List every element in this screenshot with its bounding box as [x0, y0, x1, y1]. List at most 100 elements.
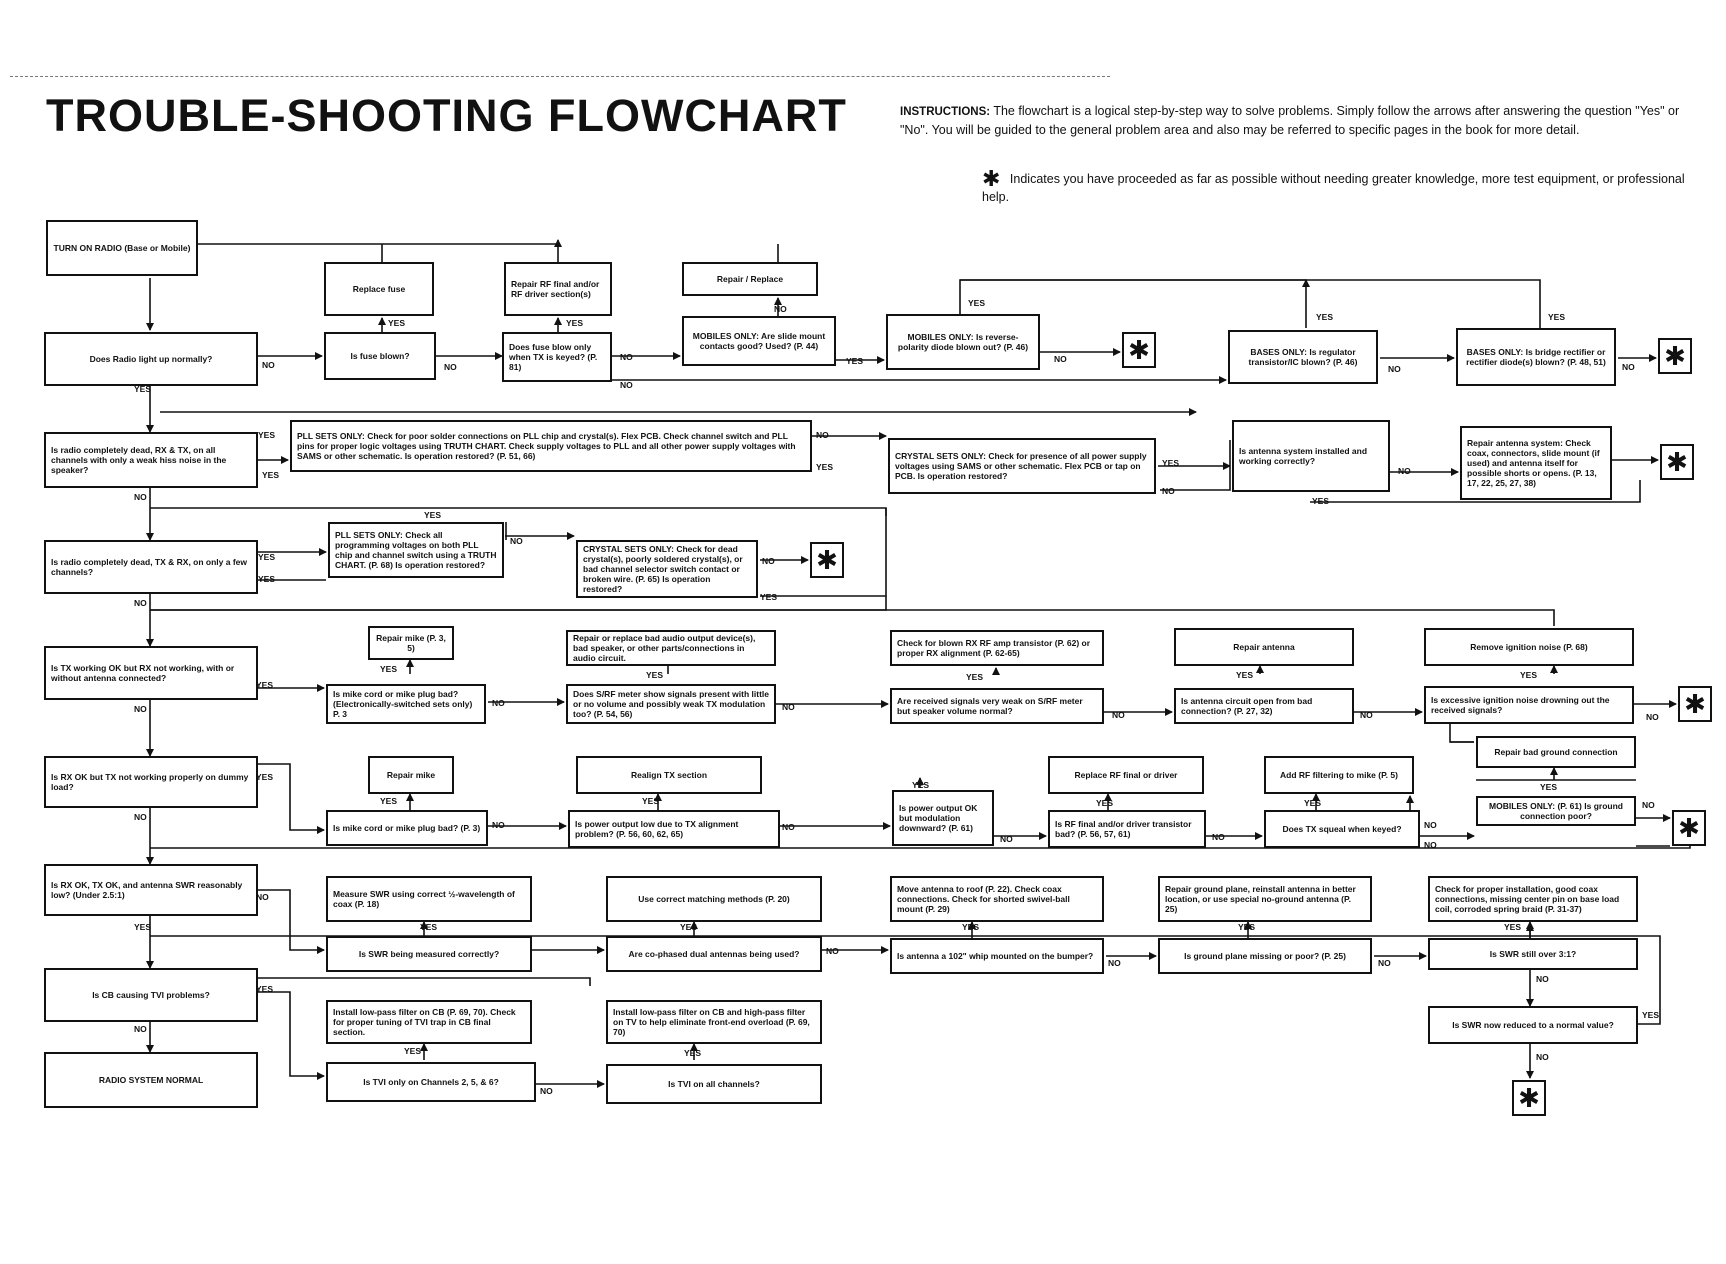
node-weak-srf: Are received signals very weak on S/RF m… — [890, 688, 1104, 724]
node-crystal-power: CRYSTAL SETS ONLY: Check for presence of… — [888, 438, 1156, 494]
label-yes: YES — [1642, 1010, 1660, 1020]
label-yes: YES — [1312, 496, 1330, 506]
node-turn-on-radio: TURN ON RADIO (Base or Mobile) — [46, 220, 198, 276]
label-yes: YES — [256, 984, 274, 994]
label-yes: YES — [134, 922, 152, 932]
label-no: NO — [492, 820, 505, 830]
label-yes: YES — [1504, 922, 1522, 932]
node-whip-bumper: Is antenna a 102" whip mounted on the bu… — [890, 938, 1104, 974]
label-no: NO — [1378, 958, 1391, 968]
label-yes: YES — [1304, 798, 1322, 808]
label-yes: YES — [566, 318, 584, 328]
node-move-antenna: Move antenna to roof (P. 22). Check coax… — [890, 876, 1104, 922]
node-add-rf-filter: Add RF filtering to mike (P. 5) — [1264, 756, 1414, 794]
node-antenna-open: Is antenna circuit open from bad connect… — [1174, 688, 1354, 724]
label-no: NO — [134, 704, 147, 714]
label-yes: YES — [1548, 312, 1566, 322]
node-swr-low: Is RX OK, TX OK, and antenna SWR reasona… — [44, 864, 258, 916]
node-repair-antenna: Repair antenna — [1174, 628, 1354, 666]
label-no: NO — [134, 492, 147, 502]
label-yes: YES — [1162, 458, 1180, 468]
node-pll-solder: PLL SETS ONLY: Check for poor solder con… — [290, 420, 812, 472]
label-yes: YES — [258, 574, 276, 584]
label-yes: YES — [846, 356, 864, 366]
label-no: NO — [1360, 710, 1373, 720]
label-yes: YES — [760, 592, 778, 602]
node-swr-reduced: Is SWR now reduced to a normal value? — [1428, 1006, 1638, 1044]
node-pll-programming: PLL SETS ONLY: Check all programming vol… — [328, 522, 504, 578]
star-box-6: ✱ — [1672, 810, 1706, 846]
node-bases-bridge: BASES ONLY: Is bridge rectifier or recti… — [1456, 328, 1616, 386]
label-no: NO — [762, 556, 775, 566]
node-dead-few-channels: Is radio completely dead, TX & RX, on on… — [44, 540, 258, 594]
label-no: NO — [134, 1024, 147, 1034]
star-box-5: ✱ — [1678, 686, 1712, 722]
node-mobiles-diode: MOBILES ONLY: Is reverse-polarity diode … — [886, 314, 1040, 370]
node-matching: Use correct matching methods (P. 20) — [606, 876, 822, 922]
node-ground-plane: Is ground plane missing or poor? (P. 25) — [1158, 938, 1372, 974]
node-crystal-dead: CRYSTAL SETS ONLY: Check for dead crysta… — [576, 540, 758, 598]
label-yes: YES — [1520, 670, 1538, 680]
node-antenna-installed: Is antenna system installed and working … — [1232, 420, 1390, 492]
node-rx-ok-tx-not: Is RX OK but TX not working properly on … — [44, 756, 258, 808]
node-cophased: Are co-phased dual antennas being used? — [606, 936, 822, 972]
node-rf-final-bad: Is RF final and/or driver transistor bad… — [1048, 810, 1206, 848]
node-ignition-drowning: Is excessive ignition noise drowning out… — [1424, 686, 1634, 724]
scan-edge-line — [10, 76, 1110, 77]
label-no: NO — [1642, 800, 1655, 810]
label-yes: YES — [962, 922, 980, 932]
node-realign-tx: Realign TX section — [576, 756, 762, 794]
node-repair-rf-final: Repair RF final and/or RF driver section… — [504, 262, 612, 316]
label-no: NO — [826, 946, 839, 956]
label-no: NO — [1424, 820, 1437, 830]
label-no: NO — [1054, 354, 1067, 364]
label-no: NO — [620, 352, 633, 362]
node-tvi-all: Is TVI on all channels? — [606, 1064, 822, 1104]
node-srf-signals: Does S/RF meter show signals present wit… — [566, 684, 776, 724]
instructions-text: The flowchart is a logical step-by-step … — [900, 104, 1680, 137]
page-title: TROUBLE-SHOOTING FLOWCHART — [46, 90, 847, 141]
label-yes: YES — [420, 922, 438, 932]
label-no: NO — [1646, 712, 1659, 722]
node-tvi-channels: Is TVI only on Channels 2, 5, & 6? — [326, 1062, 536, 1102]
node-power-ok-modulation: Is power output OK but modulation downwa… — [892, 790, 994, 846]
node-replace-fuse: Replace fuse — [324, 262, 434, 316]
node-tx-squeal: Does TX squeal when keyed? — [1264, 810, 1420, 848]
label-no: NO — [540, 1086, 553, 1096]
node-mike-cord-2: Is mike cord or mike plug bad? (P. 3) — [326, 810, 488, 846]
label-no: NO — [1108, 958, 1121, 968]
label-yes: YES — [816, 462, 834, 472]
label-no: NO — [1398, 466, 1411, 476]
node-repair-mike-1: Repair mike (P. 3, 5) — [368, 626, 454, 660]
star-box-4: ✱ — [810, 542, 844, 578]
label-no: NO — [774, 304, 787, 314]
label-yes: YES — [256, 772, 274, 782]
node-repair-antenna-system: Repair antenna system: Check coax, conne… — [1460, 426, 1612, 500]
label-no: NO — [1112, 710, 1125, 720]
label-yes: YES — [684, 1048, 702, 1058]
node-power-low: Is power output low due to TX alignment … — [568, 810, 780, 848]
label-no: NO — [782, 822, 795, 832]
node-bases-regulator: BASES ONLY: Is regulator transistor/IC b… — [1228, 330, 1378, 384]
node-mike-cord-1: Is mike cord or mike plug bad? (Electron… — [326, 684, 486, 724]
node-radio-system-normal: RADIO SYSTEM NORMAL — [44, 1052, 258, 1108]
label-no: NO — [782, 702, 795, 712]
label-yes: YES — [912, 780, 930, 790]
node-cb-tvi: Is CB causing TVI problems? — [44, 968, 258, 1022]
label-no: NO — [1212, 832, 1225, 842]
node-repair-mike-2: Repair mike — [368, 756, 454, 794]
label-yes: YES — [1096, 798, 1114, 808]
label-no: NO — [1162, 486, 1175, 496]
star-box-1: ✱ — [1122, 332, 1156, 368]
star-box-3: ✱ — [1660, 444, 1694, 480]
label-yes: YES — [424, 510, 442, 520]
label-yes: YES — [258, 430, 276, 440]
label-no: NO — [620, 380, 633, 390]
node-repair-replace: Repair / Replace — [682, 262, 818, 296]
legend-text: Indicates you have proceeded as far as p… — [982, 172, 1685, 204]
label-no: NO — [134, 812, 147, 822]
label-yes: YES — [380, 664, 398, 674]
label-yes: YES — [966, 672, 984, 682]
label-yes: YES — [388, 318, 406, 328]
